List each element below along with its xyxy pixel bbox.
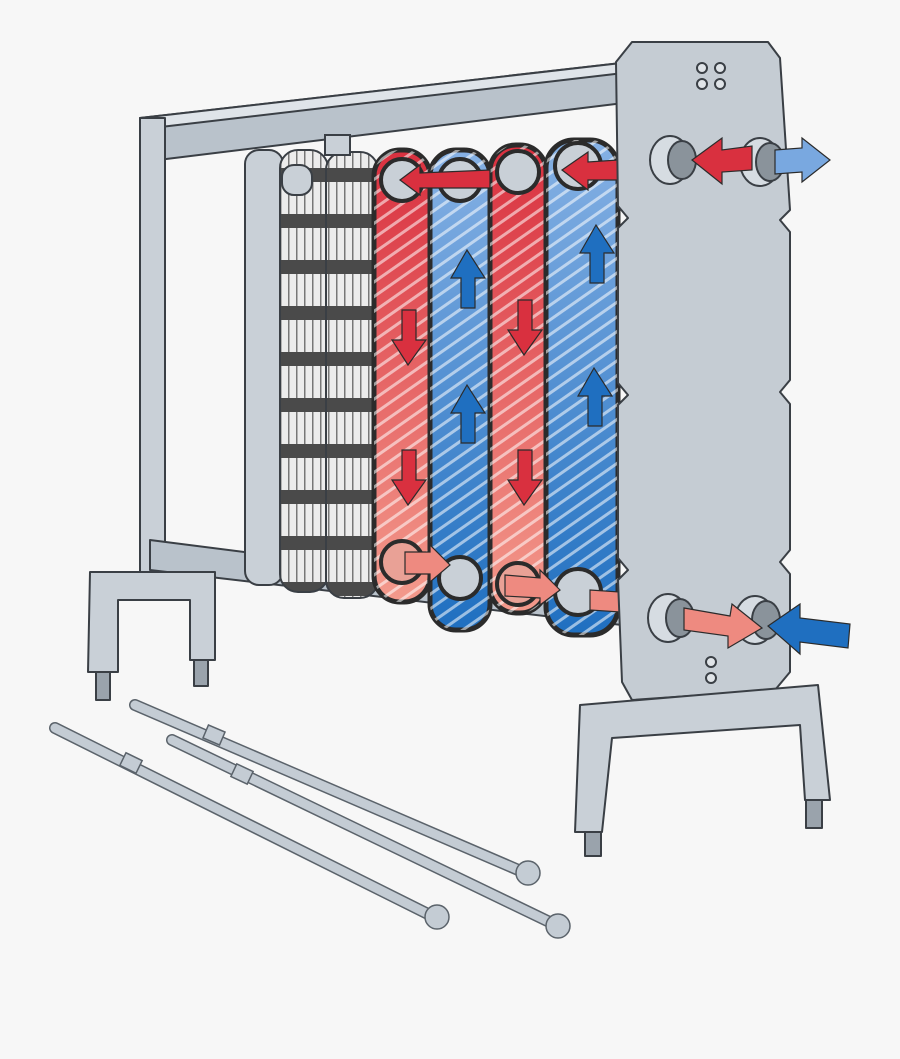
hot-flow-arrow-icon xyxy=(589,589,621,613)
cold-flow-arrow-icon xyxy=(767,602,851,656)
hot-flow-arrow-icon xyxy=(504,568,561,607)
frame-plate xyxy=(574,41,831,857)
tightening-bolt-icon xyxy=(166,734,571,939)
pressure-plate xyxy=(244,149,284,586)
right-foot xyxy=(574,684,831,833)
cold-flow-arrow-icon xyxy=(576,366,614,427)
plate-pack xyxy=(279,134,379,599)
cold-flow-arrow-icon xyxy=(578,223,616,284)
hot-flow-arrow-icon xyxy=(390,449,428,507)
channel-plates xyxy=(371,137,621,638)
tightening-bolts xyxy=(49,699,571,939)
cold-flow-arrow-icon xyxy=(774,136,831,184)
flow-arrows xyxy=(390,150,621,613)
hot-flow-arrow-icon xyxy=(506,299,544,357)
left-foot xyxy=(87,571,216,673)
port-nozzle-icon xyxy=(649,135,697,185)
hot-flow-arrow-icon xyxy=(390,309,428,367)
tightening-bolt-icon xyxy=(49,722,450,930)
hot-flow-arrow-icon xyxy=(404,543,451,584)
hot-flow-arrow-icon xyxy=(506,449,544,507)
bolt-cluster xyxy=(696,62,726,684)
tightening-bolt-icon xyxy=(129,699,541,886)
support-column xyxy=(139,117,166,589)
cold-flow-arrow-icon xyxy=(449,248,487,309)
external-flow-arrows xyxy=(683,136,851,656)
hot-flow-arrow-icon xyxy=(683,602,764,650)
cold-flow-arrow-icon xyxy=(449,383,487,444)
hot-flow-arrow-icon xyxy=(399,163,491,197)
hot-flow-arrow-icon xyxy=(691,136,753,186)
